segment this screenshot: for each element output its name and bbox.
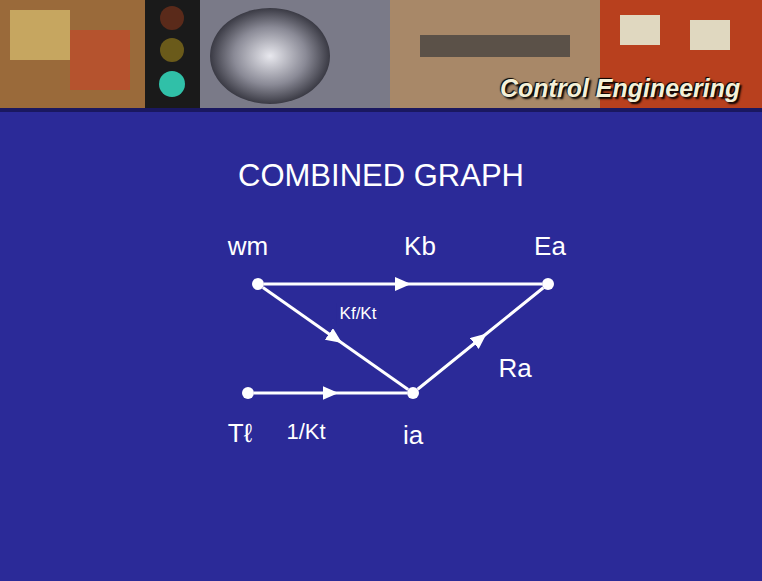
graph-node: Tℓ: [242, 387, 254, 399]
traffic-lamp: [159, 71, 185, 97]
banner-ground: [0, 0, 762, 112]
graph-node: wm: [252, 278, 264, 290]
branch-arrow: [418, 288, 544, 389]
photo-workers: [0, 0, 145, 112]
photo-machine: [200, 0, 390, 112]
branch-gain: Kb: [401, 230, 439, 263]
branch-gain: Ra: [495, 352, 534, 385]
photo-rod: [420, 35, 570, 57]
branch-arrow: [264, 283, 542, 286]
traffic-lamp: [160, 38, 184, 62]
graph-node: Ea: [542, 278, 554, 290]
photo-lens: [210, 8, 330, 104]
traffic-light: [145, 0, 200, 112]
graph-node: ia: [407, 387, 419, 399]
branch-arrow: [263, 287, 408, 389]
signal-name: wm: [228, 231, 268, 262]
traffic-lamp: [160, 6, 184, 30]
branch-gain: Kf/Kt: [337, 303, 380, 325]
banner-edge: [0, 108, 762, 112]
photo-switch: [690, 20, 730, 50]
signal-name: Tℓ: [228, 418, 252, 449]
branch-arrow: [254, 392, 407, 395]
branch-gain: 1/Kt: [283, 418, 328, 446]
photo-switch: [620, 15, 660, 45]
signal-name: ia: [403, 420, 423, 451]
signal-name: Ea: [534, 231, 566, 262]
slide-title: COMBINED GRAPH: [0, 158, 762, 194]
photo-detail: [70, 30, 130, 90]
banner-title: Control Engineering: [500, 74, 740, 103]
photo-detail: [10, 10, 70, 60]
